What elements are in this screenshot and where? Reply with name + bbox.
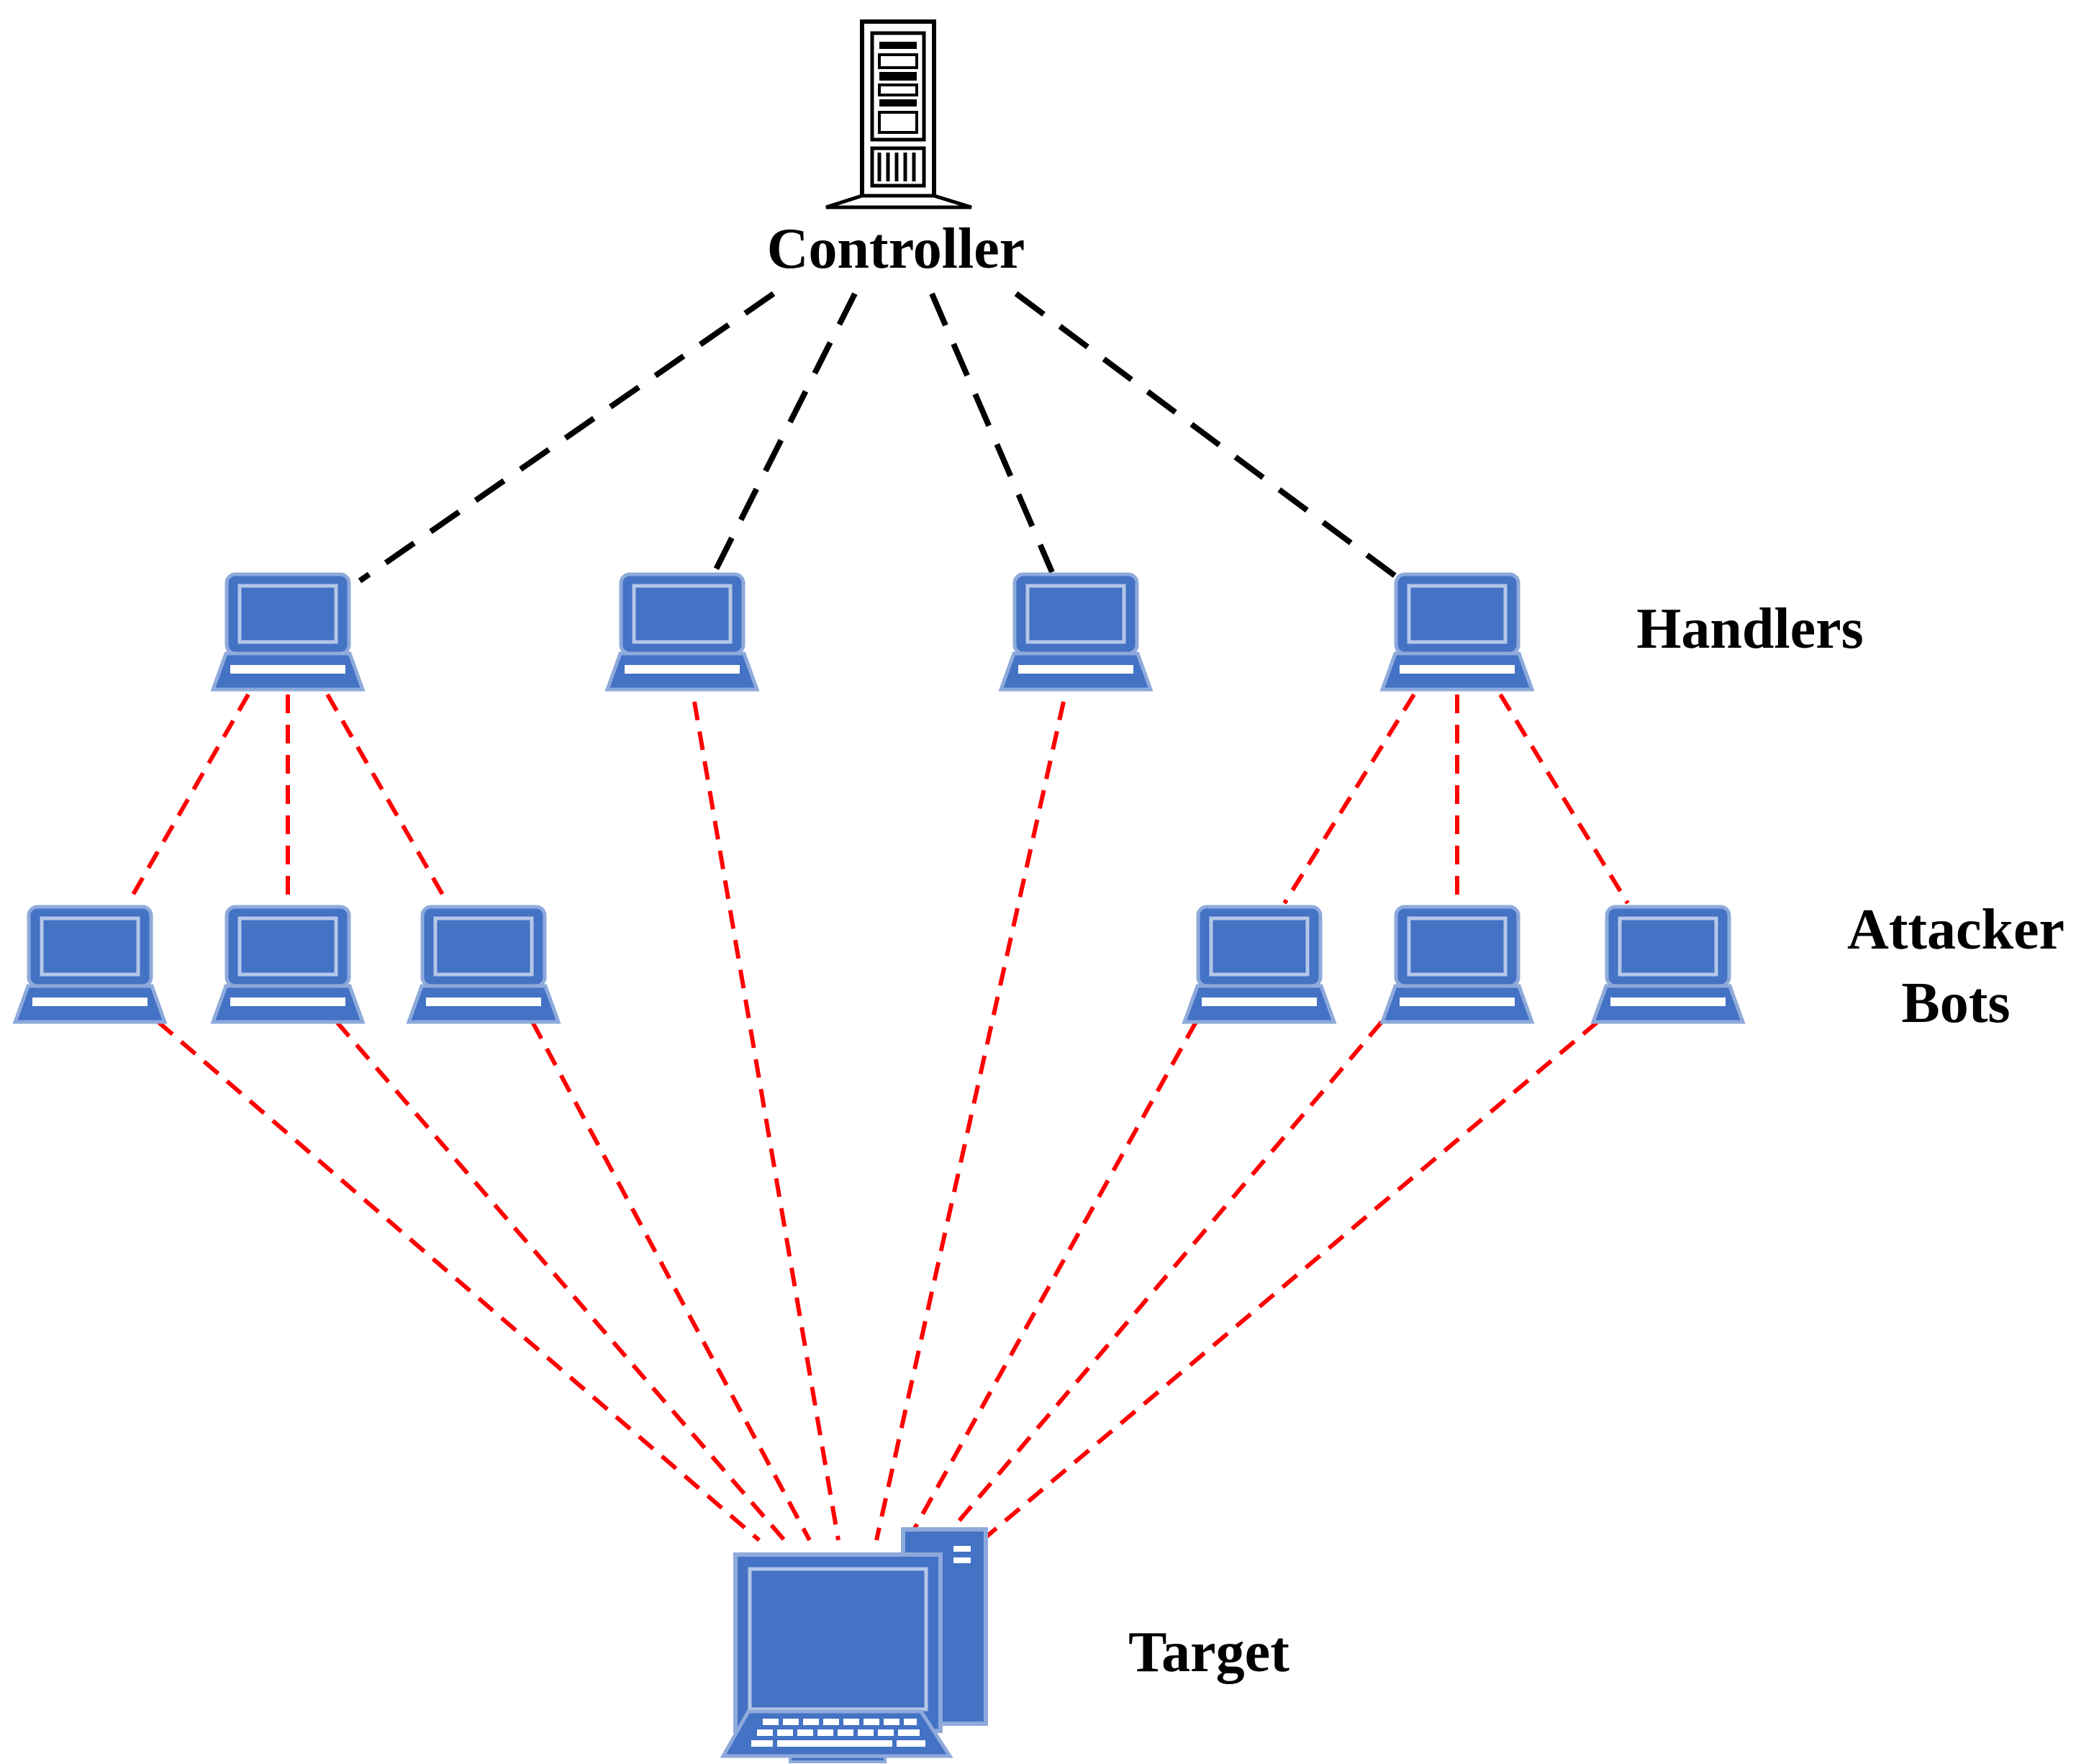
bot-laptop-6 (1593, 907, 1743, 1022)
laptop-icon (607, 574, 757, 689)
link-bot-1-target (157, 1020, 761, 1542)
link-handler-1-bot-1 (126, 693, 250, 905)
attacker-bots-label-line1: Attacker (1847, 898, 2064, 962)
link-controller-handler-2 (712, 292, 858, 574)
laptop-icon (15, 907, 165, 1022)
link-bot-3-target (530, 1021, 812, 1542)
handler-laptop-2 (607, 574, 757, 689)
link-handler-4-bot-6 (1498, 693, 1630, 905)
handler-laptop-3 (1001, 574, 1151, 689)
server-tower-icon (825, 19, 972, 209)
desktop-computer-icon (720, 1527, 988, 1763)
link-bot-6-target (981, 1020, 1599, 1542)
link-controller-handler-1 (358, 291, 776, 584)
attacker-bots-label-line2: Bots (1901, 972, 2010, 1035)
laptop-icon (1382, 574, 1532, 689)
laptop-icon (409, 907, 558, 1022)
link-bot-2-target (335, 1021, 787, 1542)
laptop-icon (1184, 907, 1334, 1022)
link-bot-4-target (906, 1021, 1198, 1542)
bot-laptop-2 (213, 907, 363, 1022)
laptop-icon (1001, 574, 1151, 689)
link-handler-3-target (874, 701, 1066, 1541)
link-handler-2-target (692, 701, 840, 1541)
bot-laptop-1 (15, 907, 165, 1022)
controller-label: Controller (767, 217, 1025, 281)
link-controller-handler-4 (1014, 291, 1404, 584)
bot-laptop-5 (1382, 907, 1532, 1022)
bot-laptop-4 (1184, 907, 1334, 1022)
link-handler-1-bot-3 (325, 693, 450, 905)
handler-laptop-4 (1382, 574, 1532, 689)
link-controller-handler-3 (929, 292, 1055, 574)
control-links (358, 291, 1404, 584)
laptop-icon (213, 907, 363, 1022)
laptop-icon (213, 574, 363, 689)
laptop-icon (1593, 907, 1743, 1022)
link-handler-4-bot-4 (1282, 693, 1416, 905)
laptop-icon (1382, 907, 1532, 1022)
link-bot-5-target (941, 1021, 1384, 1542)
attack-links (126, 693, 1630, 1542)
handler-laptop-1 (213, 574, 363, 689)
target-label: Target (1128, 1621, 1290, 1684)
handlers-label: Handlers (1636, 597, 1864, 661)
bot-laptop-3 (409, 907, 558, 1022)
